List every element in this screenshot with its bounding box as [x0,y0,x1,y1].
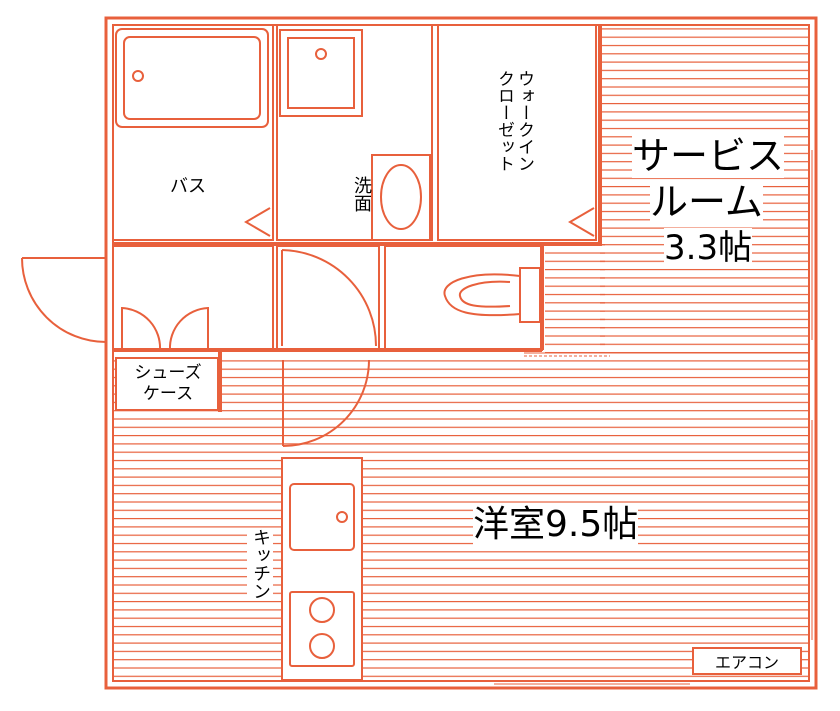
service-room-floor-lower [545,244,605,354]
service-room-label-2: ルーム [650,180,763,224]
toilet-room [384,245,543,351]
shoe-case-label: シューズ ケース [124,363,212,405]
western-room-label: 洋室9.5帖 [473,504,639,546]
shoe-case-line1: シューズ [134,363,202,383]
bath-drain-icon [132,70,144,82]
burner-icon [309,633,335,659]
wash-basin [371,154,431,241]
entrance [112,245,274,351]
washroom-label: 洗面 [351,176,372,212]
stove [289,591,355,667]
bath-room [112,24,274,241]
kitchen-sink [289,483,355,551]
bathtub [115,28,269,128]
kitchen-label: キッチン [247,528,273,600]
service-room-label: サービス [632,134,785,178]
closet-label-col1: ウォークイン [514,70,534,172]
western-room-floor [114,357,810,681]
aircon-label: エアコン [692,647,802,675]
service-room-size: 3.3帖 [664,228,753,268]
service-room-line1: サービス [632,134,785,178]
closet-label-col2: クローゼット [494,70,514,172]
shoe-case-line2: ケース [142,384,194,404]
washing-machine-pan [279,29,363,117]
kitchen-counter [281,457,363,681]
service-room-line2: ルーム [650,180,763,224]
bath-label: バス [170,176,206,197]
burner-icon [309,597,335,623]
outer-wall [104,16,818,690]
walk-in-closet [437,24,597,241]
bathtub-inner [123,36,261,120]
